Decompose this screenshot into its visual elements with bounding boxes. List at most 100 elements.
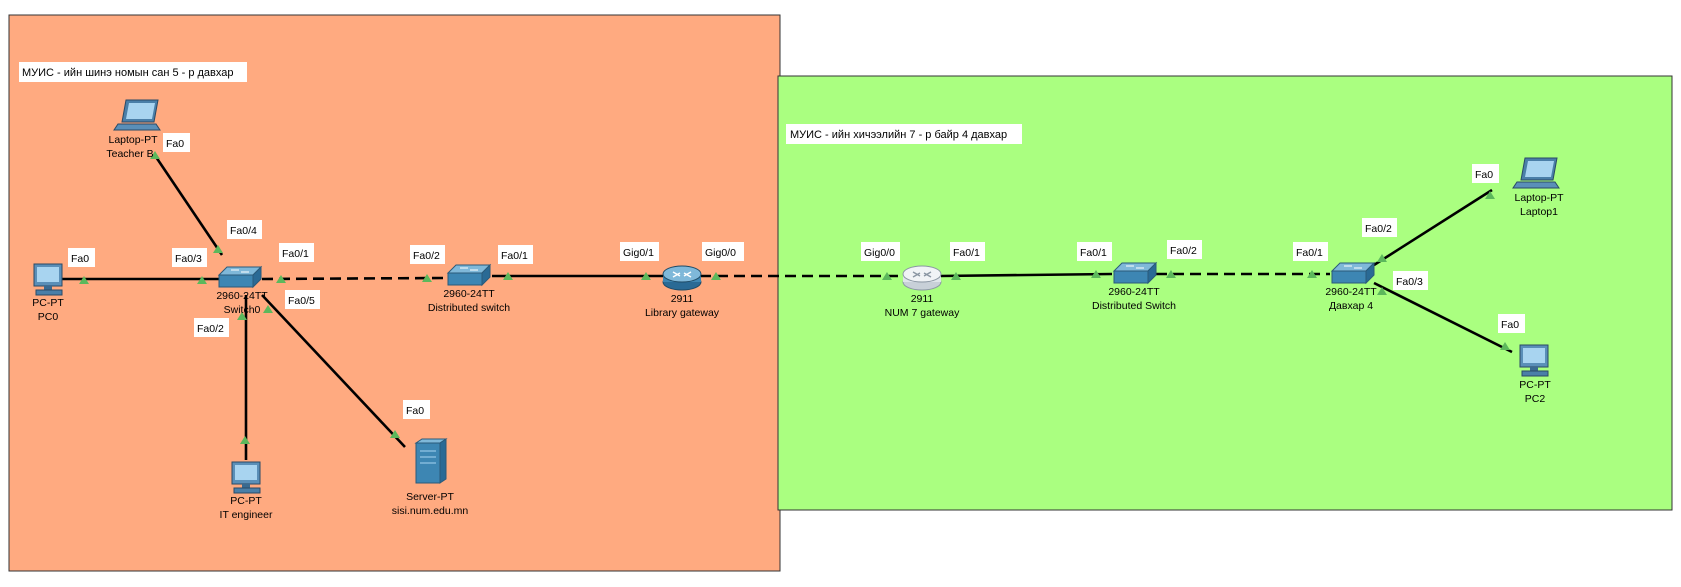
svg-text:Fa0: Fa0 [1501, 319, 1519, 331]
svg-text:PC-PT: PC-PT [32, 297, 64, 309]
link-router-num7-dist-switch-b[interactable] [939, 272, 1113, 278]
switch-icon [1330, 261, 1376, 285]
device-switch0[interactable]: 2960-24TT Switch0 [216, 265, 268, 316]
port-indicator [390, 430, 400, 438]
port-indicator [503, 272, 513, 280]
svg-text:Fa0/2: Fa0/2 [413, 250, 440, 262]
port-label: Fa0/1 [279, 243, 314, 262]
svg-text:МУИС - ийн шинэ номын сан 5 -: МУИС - ийн шинэ номын сан 5 - р давхар [22, 67, 234, 79]
svg-text:Fa0: Fa0 [166, 138, 184, 150]
pc-icon [231, 461, 261, 494]
port-label: Fa0 [403, 400, 430, 419]
port-indicator [422, 274, 432, 282]
svg-text:IT engineer: IT engineer [220, 509, 273, 521]
port-indicator [711, 272, 721, 280]
device-pc2[interactable]: PC-PT PC2 [1519, 344, 1551, 405]
port-label: Fa0/2 [1362, 218, 1397, 237]
switch-icon [217, 265, 263, 289]
svg-text:Distributed Switch: Distributed Switch [1092, 300, 1176, 312]
port-label: Fa0/2 [194, 318, 229, 337]
port-label: Fa0/4 [227, 220, 262, 239]
svg-text:Server-PT: Server-PT [406, 491, 454, 503]
svg-text:Fa0/1: Fa0/1 [953, 247, 980, 259]
svg-text:Fa0/3: Fa0/3 [175, 253, 202, 265]
link-laptop-teacher-switch0[interactable] [152, 153, 224, 256]
device-server[interactable]: Server-PT sisi.num.edu.mn [392, 438, 469, 517]
svg-text:Library gateway: Library gateway [645, 307, 720, 319]
port-label: Fa0/5 [285, 290, 320, 309]
svg-text:Fa0: Fa0 [406, 405, 424, 417]
svg-text:PC2: PC2 [1525, 393, 1546, 405]
port-label: Fa0/2 [410, 245, 445, 264]
port-indicator [1307, 270, 1317, 278]
area-building-label: МУИС - ийн хичээлийн 7 - р байр 4 давхар [786, 124, 1022, 144]
device-pc-it-engineer[interactable]: PC-PT IT engineer [220, 461, 273, 521]
link-switch0-dist-switch-lib[interactable] [261, 276, 445, 281]
switch-icon [446, 263, 492, 287]
svg-text:Fa0/2: Fa0/2 [197, 323, 224, 335]
svg-text:Fa0/1: Fa0/1 [501, 250, 528, 262]
server-icon [414, 438, 448, 484]
svg-text:2960-24TT: 2960-24TT [1325, 286, 1377, 298]
port-indicator [1500, 342, 1510, 350]
svg-text:2960-24TT: 2960-24TT [216, 290, 268, 302]
port-indicator [150, 151, 160, 159]
svg-text:2911: 2911 [911, 293, 934, 305]
svg-text:NUM 7 gateway: NUM 7 gateway [885, 307, 960, 319]
port-label: Fa0/1 [498, 245, 533, 264]
port-label: Fa0 [1472, 164, 1499, 183]
area-library-label: МУИС - ийн шинэ номын сан 5 - р давхар [19, 62, 247, 82]
pc-icon [1519, 344, 1549, 377]
svg-text:МУИС - ийн хичээлийн 7 - р бай: МУИС - ийн хичээлийн 7 - р байр 4 давхар [790, 129, 1007, 141]
svg-text:Fa0/1: Fa0/1 [1080, 247, 1107, 259]
svg-text:Laptop-PT: Laptop-PT [1514, 192, 1564, 204]
port-label: Fa0 [68, 248, 95, 267]
switch-icon [1112, 261, 1158, 285]
svg-text:Fa0: Fa0 [1475, 169, 1493, 181]
svg-text:Switch0: Switch0 [224, 304, 261, 316]
svg-text:Laptop-PT: Laptop-PT [108, 134, 158, 146]
area-building-7-floor-4[interactable] [777, 75, 1673, 511]
device-switch-floor4[interactable]: 2960-24TT Давхар 4 [1325, 261, 1377, 312]
port-label: Fa0/1 [1077, 242, 1112, 261]
port-indicators [79, 151, 1510, 444]
link-switch-floor4-laptop1[interactable] [1373, 188, 1493, 267]
port-indicator [641, 272, 651, 280]
device-dist-switch-lib[interactable]: 2960-24TT Distributed switch [428, 263, 510, 314]
svg-text:Teacher B: Teacher B [106, 148, 153, 160]
port-label: Fa0/3 [172, 248, 207, 267]
svg-text:PC0: PC0 [38, 311, 59, 323]
svg-text:Gig0/1: Gig0/1 [623, 247, 654, 259]
svg-text:Fa0/1: Fa0/1 [1296, 247, 1323, 259]
port-label: Gig0/0 [861, 242, 900, 261]
router-icon [902, 265, 942, 291]
laptop-icon [113, 99, 161, 131]
links [60, 153, 1513, 460]
device-laptop1[interactable]: Laptop-PT Laptop1 [1512, 157, 1564, 218]
device-laptop-teacher[interactable]: Laptop-PT Teacher B [106, 99, 161, 160]
device-router-num7[interactable]: 2911 NUM 7 gateway [885, 265, 960, 319]
svg-text:Distributed switch: Distributed switch [428, 302, 510, 314]
svg-text:Fa0/4: Fa0/4 [230, 225, 257, 237]
svg-text:Fa0/1: Fa0/1 [282, 248, 309, 260]
port-label: Fa0/2 [1167, 240, 1202, 259]
device-dist-switch-building[interactable]: 2960-24TT Distributed Switch [1092, 261, 1176, 312]
port-indicator [276, 275, 286, 283]
port-indicator [240, 436, 250, 444]
port-indicator [1166, 270, 1176, 278]
port-label: Fa0/1 [950, 242, 985, 261]
svg-text:Fa0/5: Fa0/5 [288, 295, 315, 307]
svg-text:Fa0: Fa0 [71, 253, 89, 265]
laptop-icon [1512, 157, 1560, 189]
port-indicator [951, 272, 961, 280]
svg-text:Gig0/0: Gig0/0 [705, 247, 736, 259]
port-label: Gig0/0 [702, 242, 744, 261]
link-switch-floor4-pc2[interactable] [1373, 281, 1513, 354]
link-server-switch0[interactable] [261, 294, 406, 448]
pc-icon [33, 263, 63, 296]
device-router-library[interactable]: 2911 Library gateway [645, 265, 720, 319]
area-library-5th-floor[interactable] [8, 14, 781, 572]
device-pc0[interactable]: PC-PT PC0 [32, 263, 64, 323]
svg-text:PC-PT: PC-PT [230, 495, 262, 507]
